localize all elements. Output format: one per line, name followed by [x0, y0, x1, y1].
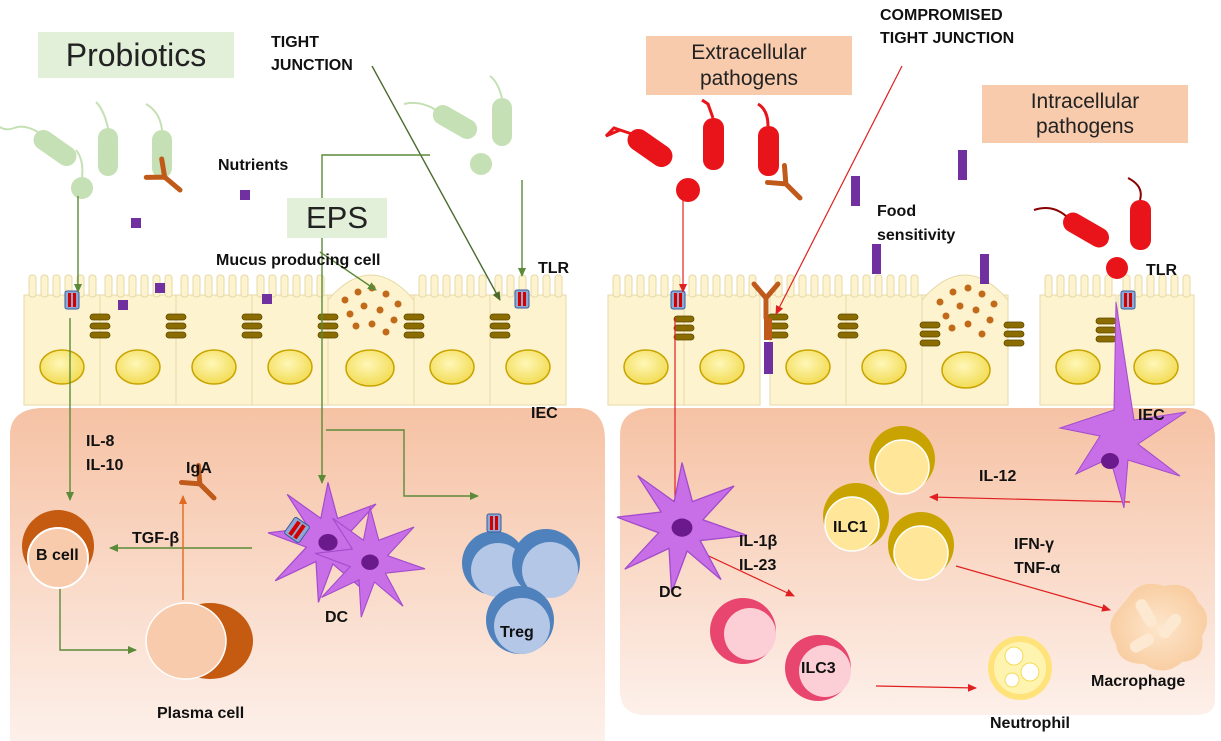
eps-label-box: EPS [287, 198, 387, 238]
extracellular-pathogens-box: Extracellular pathogens [646, 36, 852, 95]
tlr-receptor-icon [486, 513, 502, 533]
tight-junction-icon [673, 315, 695, 341]
left-epithelium [23, 274, 567, 406]
tight-junction-icon [241, 313, 263, 339]
macrophage-label: Macrophage [1091, 673, 1185, 690]
probiotics-label: Probiotics [65, 36, 207, 73]
mucus-granules [341, 284, 402, 336]
tight-junction-icon [403, 313, 425, 339]
iga-label: IgA [186, 460, 212, 477]
tight-junction-icon [1003, 321, 1025, 347]
food-sensitivity-label-line1: Food [877, 203, 916, 220]
ilc3-cells [710, 598, 851, 701]
il1-beta-label: IL-1β [739, 533, 777, 550]
compromised-label-line1: COMPROMISED [880, 7, 1003, 24]
tlr-receptor-icon [514, 289, 530, 309]
compromised-label-line2: TIGHT JUNCTION [880, 30, 1014, 47]
tight-junction-icon [89, 313, 111, 339]
il10-label: IL-10 [86, 457, 123, 474]
tlr-receptor-icon [64, 290, 80, 310]
eps-label: EPS [305, 200, 369, 236]
treg-cells [462, 513, 580, 654]
tight-junction-label-line1: TIGHT [271, 34, 319, 51]
tgf-beta-label: TGF-β [132, 530, 179, 547]
tight-junction-icon [317, 313, 339, 339]
extracellular-label-line1: Extracellular [691, 41, 807, 65]
food-antigens [851, 150, 989, 284]
tight-junction-icon [1095, 317, 1117, 343]
treg-label: Treg [500, 624, 534, 641]
ilc1-label: ILC1 [833, 519, 868, 536]
probiotic-bacteria [0, 75, 512, 199]
ilc1-cells [823, 426, 954, 581]
tlr-label-right: TLR [1146, 262, 1178, 279]
ilc3-label: ILC3 [801, 660, 836, 677]
intracellular-label-line2: pathogens [1035, 115, 1135, 138]
tight-junction-icon [837, 313, 859, 339]
il12-label: IL-12 [979, 468, 1016, 485]
ifn-gamma-label: IFN-γ [1014, 536, 1054, 553]
plasma-cell [145, 602, 253, 680]
probiotics-label-box: Probiotics [38, 32, 234, 78]
neutrophil-cell [988, 636, 1052, 700]
nutrients-label: Nutrients [218, 157, 288, 174]
right-epithelium [607, 274, 1195, 406]
extracellular-label-line2: pathogens [699, 66, 799, 90]
tlr-receptor-icon [1120, 290, 1136, 310]
iec-label-right: IEC [1138, 407, 1165, 424]
il8-label: IL-8 [86, 433, 115, 450]
plasma-cell-label: Plasma cell [157, 705, 244, 722]
nutrient-cubes [118, 190, 272, 310]
il23-label: IL-23 [739, 557, 776, 574]
right-panel: COMPROMISED TIGHT JUNCTION Food sensitiv… [604, 7, 1215, 732]
tight-junction-icon [919, 321, 941, 347]
tnf-alpha-label: TNF-α [1014, 560, 1060, 577]
neutrophil-label: Neutrophil [990, 715, 1070, 732]
pathogen-bacteria [604, 98, 1151, 279]
tight-junction-icon [165, 313, 187, 339]
iec-label-left: IEC [531, 405, 558, 422]
macrophage-cell [1110, 583, 1208, 671]
b-cell [22, 510, 94, 589]
mucus-granules [936, 284, 998, 338]
dendritic-cell-left [267, 481, 426, 618]
intracellular-label-line1: Intracellular [1030, 89, 1140, 113]
mucus-cell-label: Mucus producing cell [216, 252, 380, 269]
tight-junction-label-line2: JUNCTION [271, 57, 353, 74]
intracellular-pathogens-box: Intracellular pathogens [982, 85, 1188, 143]
tlr-receptor-icon [670, 290, 686, 310]
food-sensitivity-label-line2: sensitivity [877, 227, 955, 244]
dc-label-left: DC [325, 609, 349, 626]
macrophage-iec [1058, 301, 1187, 509]
left-panel: TIGHT JUNCTION Nutrients Mucus producing… [0, 34, 605, 741]
tlr-label-left: TLR [538, 260, 570, 277]
dc-label-right: DC [659, 584, 683, 601]
b-cell-label: B cell [36, 547, 79, 564]
tight-junction-icon [489, 313, 511, 339]
